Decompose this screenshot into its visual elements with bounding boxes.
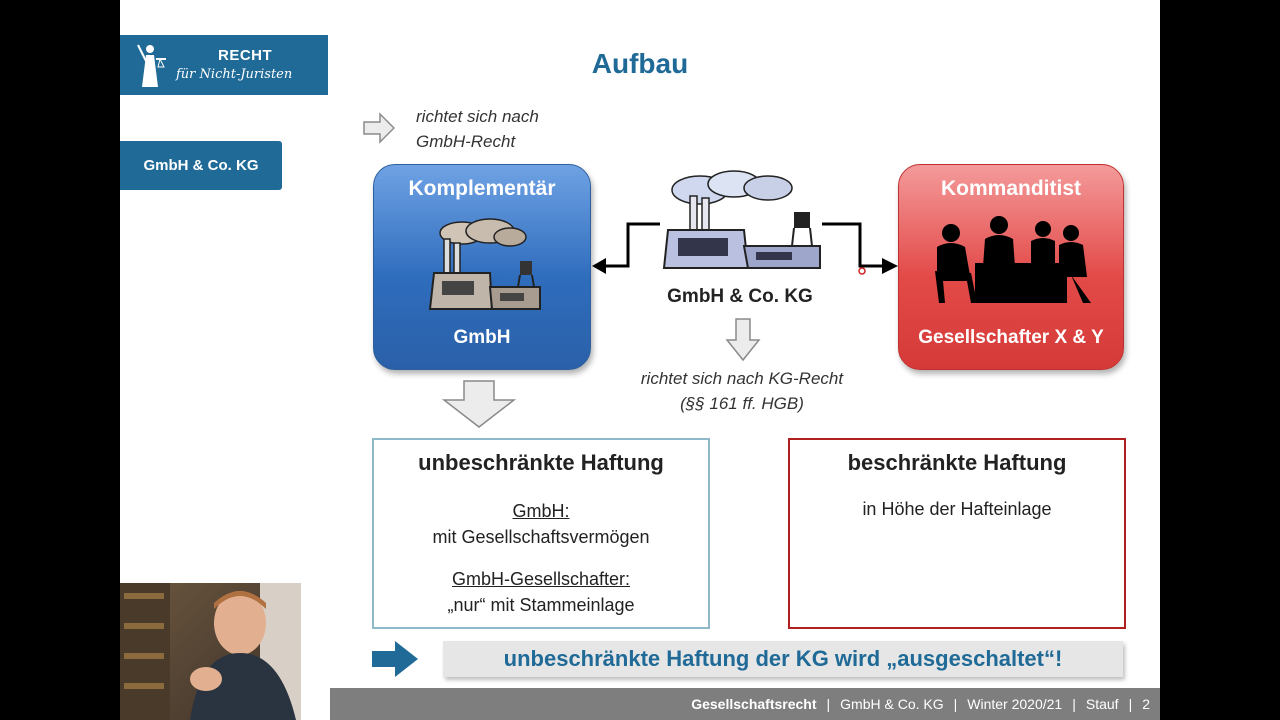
komplementaer-title: Komplementär — [408, 177, 556, 200]
kg-law-note: richtet sich nach KG-Recht (§§ 161 ff. H… — [620, 366, 864, 416]
gmbh-law-note-line2: GmbH-Recht — [416, 132, 516, 151]
logo-title: RECHT — [218, 47, 273, 64]
footer-term: Winter 2020/21 — [967, 696, 1063, 712]
komplementaer-subtitle: GmbH — [453, 327, 511, 348]
down-arrow-icon — [725, 318, 761, 362]
slide: RECHT für Nicht-Juristen GmbH & Co. KG A… — [120, 0, 1160, 720]
meeting-people-icon — [935, 216, 1091, 303]
section-tab: GmbH & Co. KG — [120, 141, 282, 190]
kommanditist-title: Kommanditist — [940, 177, 1081, 200]
presenter-video-icon — [120, 583, 301, 720]
limited-liability-heading: beschränkte Haftung — [847, 450, 1067, 475]
footer-course: Gesellschaftsrecht — [691, 696, 817, 712]
footer-author: Stauf — [1085, 696, 1119, 712]
center-label: GmbH & Co. KG — [667, 286, 813, 307]
right-arrow-icon — [363, 112, 395, 144]
footer-topic: GmbH & Co. KG — [840, 696, 944, 712]
factory-icon — [428, 218, 541, 310]
unlimited-liability-heading: unbeschränkte Haftung — [418, 450, 664, 475]
footer-separator: | — [1128, 696, 1133, 712]
gesellschafter-label: GmbH-Gesellschafter: — [451, 569, 631, 589]
gmbh-law-note: richtet sich nach GmbH-Recht — [416, 104, 539, 154]
down-arrow-icon — [442, 380, 516, 428]
kg-law-note-line2: (§§ 161 ff. HGB) — [680, 394, 804, 413]
page-title: Aufbau — [591, 48, 689, 79]
gmbh-text: mit Gesellschaftsvermögen — [432, 527, 650, 547]
kg-law-note-line1: richtet sich nach KG-Recht — [640, 369, 844, 388]
webcam-overlay — [120, 583, 301, 720]
footer-page-number: 2 — [1142, 696, 1150, 712]
slide-footer: Gesellschaftsrecht | GmbH & Co. KG | Win… — [330, 688, 1160, 720]
justitia-icon — [137, 44, 166, 87]
kommanditist-subtitle: Gesellschafter X & Y — [918, 327, 1104, 348]
footer-separator: | — [1072, 696, 1076, 712]
connector-arrows — [592, 222, 898, 274]
conclusion-arrow-icon — [372, 641, 418, 677]
komplementaer-box: Komplementär GmbH — [373, 164, 591, 370]
limited-liability-box: beschränkte Haftung in Höhe der Hafteinl… — [788, 438, 1126, 629]
center-factory-icon — [662, 170, 821, 269]
footer-separator: | — [826, 696, 831, 712]
conclusion-banner: unbeschränkte Haftung der KG wird „ausge… — [443, 641, 1123, 677]
footer-separator: | — [953, 696, 958, 712]
gesellschafter-text: „nur“ mit Stammeinlage — [447, 595, 635, 615]
cursor-dot-icon — [858, 267, 866, 275]
gmbh-label: GmbH: — [512, 501, 570, 521]
logo-subtitle: für Nicht-Juristen — [176, 67, 293, 82]
logo: RECHT für Nicht-Juristen — [120, 35, 328, 95]
unlimited-liability-box: unbeschränkte Haftung GmbH: mit Gesellsc… — [372, 438, 710, 629]
gmbh-law-note-line1: richtet sich nach — [416, 107, 539, 126]
limited-liability-text: in Höhe der Hafteinlage — [862, 499, 1052, 519]
kommanditist-box: Kommanditist Gesellschafter X & Y — [898, 164, 1124, 370]
